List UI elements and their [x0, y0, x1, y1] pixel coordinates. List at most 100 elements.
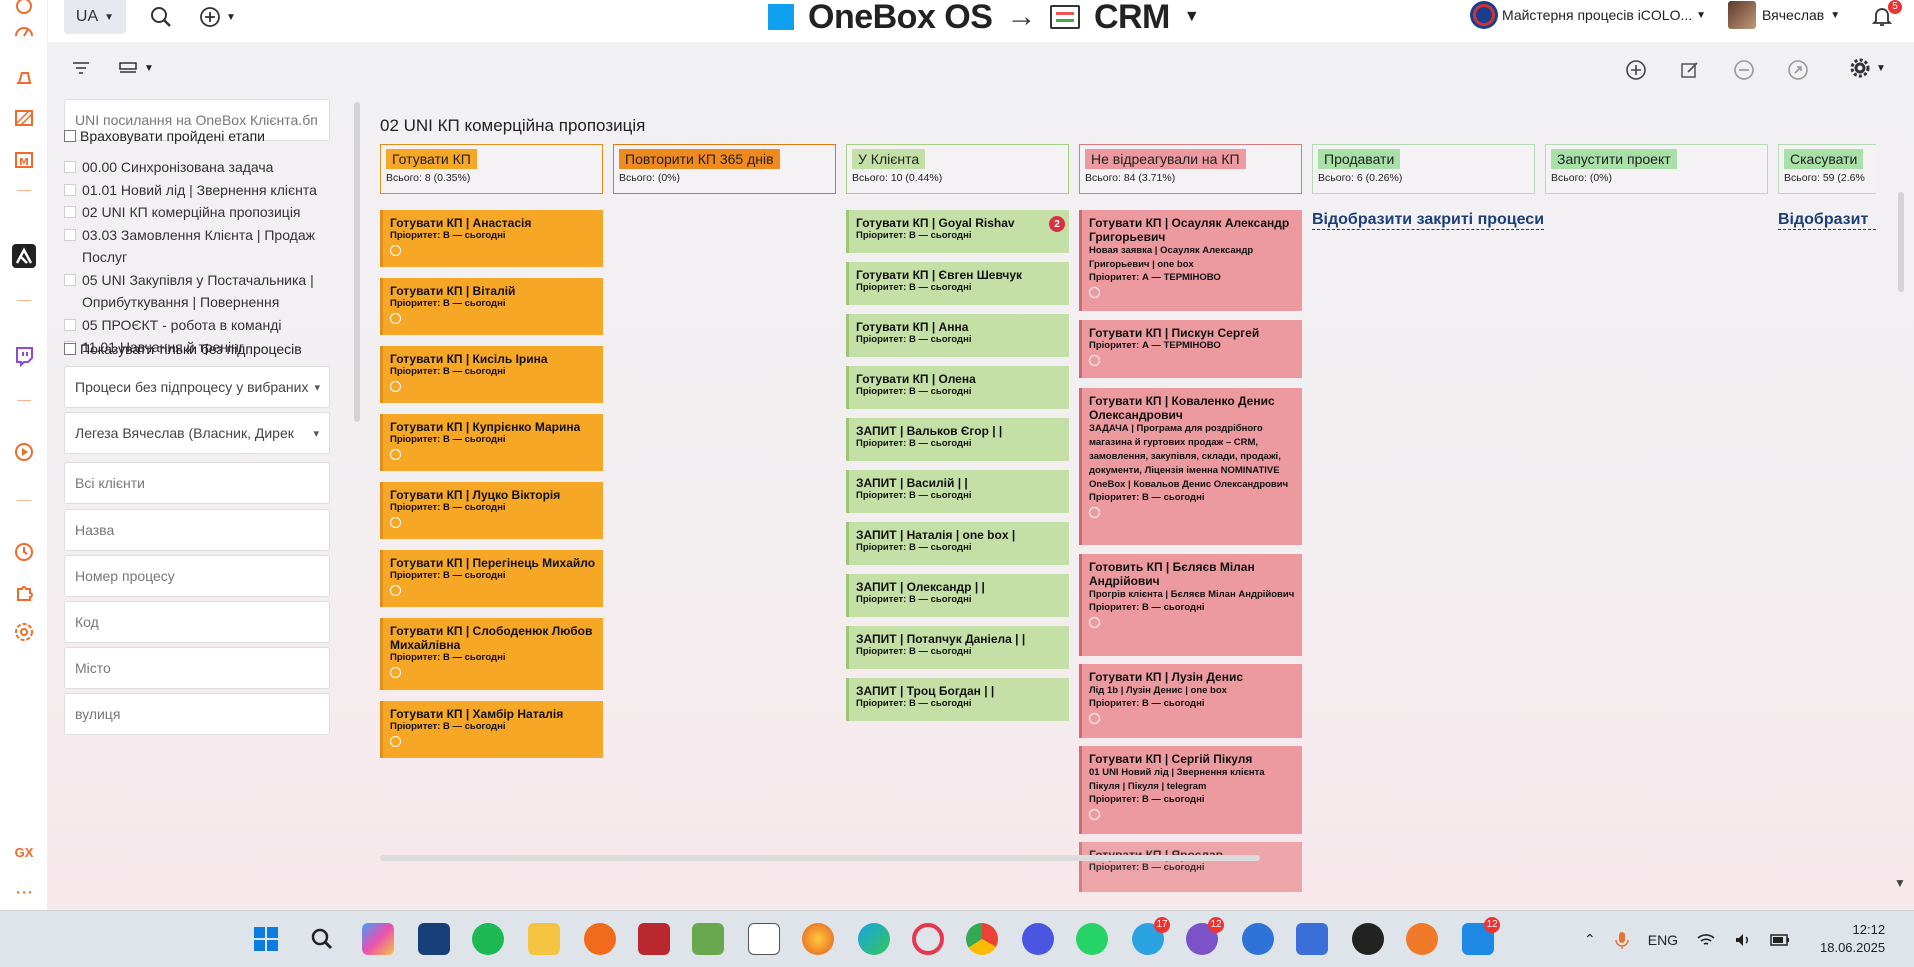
process-card[interactable]: ЗАПИТ | Наталія | one box | Пріоритет: В…	[846, 522, 1069, 565]
process-item[interactable]: 05 UNI Закупівля у Постачальника | Оприб…	[64, 269, 330, 314]
board-vertical-scrollbar[interactable]	[1898, 192, 1904, 292]
recorder-icon[interactable]	[1352, 923, 1384, 955]
column-header[interactable]: Готувати КП Всього: 8 (0.35%)	[380, 144, 603, 194]
open-button[interactable]	[1784, 56, 1812, 84]
process-card[interactable]: Готувати КП | Луцко Вікторія Пріоритет: …	[380, 482, 603, 539]
twitch-icon[interactable]	[12, 344, 36, 368]
filter-icon[interactable]	[72, 61, 90, 75]
process-card[interactable]: Готувати КП | Сергій Пікуля 01 UNI Новий…	[1079, 746, 1302, 834]
company-selector[interactable]: Майстерня процесів iCOLO... ▼	[1470, 0, 1706, 30]
process-item[interactable]: 02 UNI КП комерційна пропозиція	[64, 201, 330, 224]
clients-input[interactable]: Всі клієнти	[64, 462, 330, 504]
name-input[interactable]: Назва	[64, 509, 330, 551]
input-language[interactable]: ENG	[1647, 931, 1679, 948]
user-menu[interactable]: Вячеслав ▼	[1728, 0, 1840, 30]
board-settings-button[interactable]: ▼	[1848, 56, 1886, 80]
store-icon[interactable]	[418, 923, 450, 955]
street-input[interactable]: вулиця	[64, 693, 330, 735]
process-card[interactable]: Готувати КП | Goyal Rishav Пріоритет: В …	[846, 210, 1069, 253]
player-icon[interactable]	[12, 440, 36, 464]
pen-app-icon[interactable]	[584, 923, 616, 955]
process-card[interactable]: ЗАПИТ | Василій | | Пріоритет: В — сього…	[846, 470, 1069, 513]
image-editor-icon[interactable]	[692, 923, 724, 955]
notepad-icon[interactable]	[748, 923, 780, 955]
process-card[interactable]: Готувати КП | Анна Пріоритет: В — сьогод…	[846, 314, 1069, 357]
messenger-app-icon[interactable]	[1022, 923, 1054, 955]
history-icon[interactable]	[12, 540, 36, 564]
process-card[interactable]: Готовить КП | Бєляєв Мілан Андрійович Пр…	[1079, 554, 1302, 656]
column-header[interactable]: Запустити проект Всього: (0%)	[1545, 144, 1768, 194]
without-subprocess-checkbox[interactable]: Показувати тільки без підпроцесів	[64, 339, 302, 359]
clock[interactable]: 12:12 18.06.2025	[1820, 921, 1885, 957]
scroll-down-icon[interactable]: ▼	[1894, 876, 1906, 890]
edge-icon[interactable]	[858, 923, 890, 955]
lamp-icon[interactable]	[12, 64, 36, 88]
process-card[interactable]: Готувати КП | Перегінець Михайло Пріорит…	[380, 550, 603, 607]
gmail-icon[interactable]: M	[12, 148, 36, 172]
language-selector[interactable]: UA ▼	[64, 0, 126, 34]
process-card[interactable]: Готувати КП | Кисіль Ірина Пріоритет: В …	[380, 346, 603, 403]
filter-scrollbar[interactable]	[354, 102, 360, 422]
column-header[interactable]: Повторити КП 365 днів Всього: (0%)	[613, 144, 836, 194]
file-explorer-icon[interactable]	[528, 923, 560, 955]
subprocess-filter-select[interactable]: Процеси без підпроцесу у вибраних	[64, 366, 330, 408]
process-card[interactable]: Готувати КП | Осауляк Александр Григорье…	[1079, 210, 1302, 311]
process-card[interactable]: ЗАПИТ | Олександр | | Пріоритет: В — сьо…	[846, 574, 1069, 617]
process-card[interactable]: ЗАПИТ | Потапчук Даніела | | Пріоритет: …	[846, 626, 1069, 669]
extensions-icon[interactable]	[12, 580, 36, 604]
city-input[interactable]: Місто	[64, 647, 330, 689]
firefox-icon[interactable]	[802, 923, 834, 955]
column-header[interactable]: Продавати Всього: 6 (0.26%)	[1312, 144, 1535, 194]
create-menu-button[interactable]: ▼	[198, 2, 244, 32]
process-item[interactable]: 01.01 Новий лід | Звернення клієнта	[64, 179, 330, 202]
more-icon[interactable]: ⋯	[15, 881, 33, 902]
process-card[interactable]: Готувати КП | Купрієнко Марина Пріоритет…	[380, 414, 603, 471]
show-closed-processes-link[interactable]: Відобразит	[1778, 211, 1876, 230]
chevron-up-icon[interactable]: ⌃	[1584, 931, 1596, 947]
process-card[interactable]: Готувати КП | Євген Шевчук Пріоритет: В …	[846, 262, 1069, 305]
process-card[interactable]: Готувати КП | Ярослав Пріоритет: В — сьо…	[1079, 842, 1302, 892]
column-header[interactable]: Скасувати Всього: 59 (2.6%	[1778, 144, 1876, 194]
viber-icon[interactable]: 12	[1186, 917, 1224, 955]
process-item[interactable]: 00.00 Синхронізована задача	[64, 156, 330, 179]
battery-icon[interactable]	[1770, 933, 1790, 947]
search-icon[interactable]	[146, 2, 176, 32]
process-card[interactable]: Готувати КП | Олена Пріоритет: В — сього…	[846, 366, 1069, 409]
uni-link-input[interactable]: UNI посилання на OneBox Клієнта.бп	[64, 99, 330, 141]
gx-logo-icon[interactable]: GX	[14, 844, 34, 860]
film-app-icon[interactable]	[638, 923, 670, 955]
show-closed-processes-link[interactable]: Відобразити закриті процеси	[1312, 211, 1545, 230]
speedtest-icon[interactable]	[1406, 923, 1438, 955]
process-item[interactable]: 05 ПРОЄКТ - робота в команді	[64, 314, 330, 337]
spotify-icon[interactable]	[472, 923, 504, 955]
process-card[interactable]: Готувати КП | Анастасія Пріоритет: В — с…	[380, 210, 603, 267]
process-card[interactable]: Готувати КП | Слободенюк Любов Михайлівн…	[380, 618, 603, 690]
windows-start-icon[interactable]	[250, 923, 282, 955]
bolt-app-icon[interactable]	[1242, 923, 1274, 955]
column-header[interactable]: Не відреагували на КП Всього: 84 (3.71%)	[1079, 144, 1302, 194]
process-card[interactable]: Готувати КП | Лузін Денис Лід 1b | Лузін…	[1079, 664, 1302, 738]
storage-app-icon[interactable]	[1296, 923, 1328, 955]
speed-dial-icon[interactable]	[12, 20, 36, 44]
column-header[interactable]: У Клієнта Всього: 10 (0.44%)	[846, 144, 1069, 194]
telegram-icon[interactable]: 17	[1132, 917, 1170, 955]
process-item[interactable]: 03.03 Замовлення Клієнта | Продаж Послуг	[64, 224, 330, 269]
volume-icon[interactable]	[1734, 932, 1752, 948]
wifi-icon[interactable]	[1696, 932, 1716, 948]
process-card[interactable]: Готувати КП | Коваленко Денис Олександро…	[1079, 388, 1302, 545]
process-card[interactable]: ЗАПИТ | Вальков Єгор | | Пріоритет: В — …	[846, 418, 1069, 461]
edit-button[interactable]	[1676, 56, 1704, 84]
process-card[interactable]: ЗАПИТ | Троц Богдан | | Пріоритет: В — с…	[846, 678, 1069, 721]
copilot-icon[interactable]	[362, 923, 394, 955]
notifications-button[interactable]: 5	[1868, 0, 1902, 30]
microphone-icon[interactable]	[1614, 930, 1630, 950]
process-card[interactable]: Готувати КП | Пискун Сергей Пріоритет: А…	[1079, 320, 1302, 378]
stripes-icon[interactable]	[12, 106, 36, 130]
search-icon[interactable]	[306, 923, 338, 955]
opera-icon[interactable]	[912, 923, 944, 955]
messenger-icon[interactable]	[12, 0, 36, 18]
process-card[interactable]: Готувати КП | Хамбір Наталія Пріоритет: …	[380, 701, 603, 758]
code-input[interactable]: Код	[64, 601, 330, 643]
settings-icon[interactable]	[12, 620, 36, 644]
whatsapp-icon[interactable]	[1076, 923, 1108, 955]
